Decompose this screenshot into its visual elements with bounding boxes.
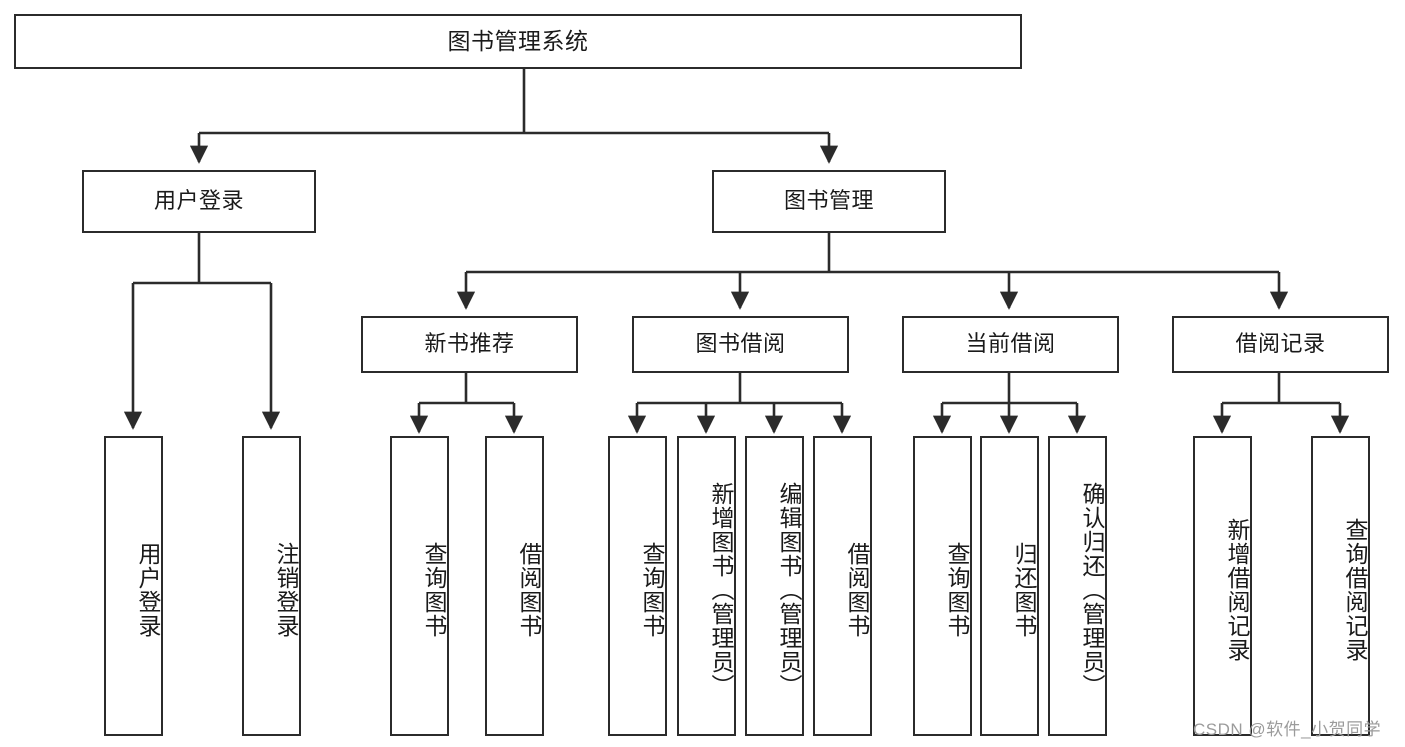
- node-leaf-query-book-1[interactable]: 查询图书: [390, 436, 449, 736]
- node-user-login[interactable]: 用户登录: [82, 170, 316, 233]
- node-leaf-logout-login[interactable]: 注销登录: [242, 436, 301, 736]
- node-leaf-query-borrow-record[interactable]: 查询借阅记录: [1311, 436, 1370, 736]
- node-leaf-user-login[interactable]: 用户登录: [104, 436, 163, 736]
- node-leaf-query-book-2[interactable]: 查询图书: [608, 436, 667, 736]
- node-leaf-edit-book[interactable]: 编辑图书（管理员）: [745, 436, 804, 736]
- node-borrow-record[interactable]: 借阅记录: [1172, 316, 1389, 373]
- node-leaf-borrow-book-2[interactable]: 借阅图书: [813, 436, 872, 736]
- node-book-borrow[interactable]: 图书借阅: [632, 316, 849, 373]
- node-current-borrow[interactable]: 当前借阅: [902, 316, 1119, 373]
- node-leaf-query-book-3[interactable]: 查询图书: [913, 436, 972, 736]
- node-leaf-borrow-book-1[interactable]: 借阅图书: [485, 436, 544, 736]
- node-leaf-add-borrow-record[interactable]: 新增借阅记录: [1193, 436, 1252, 736]
- csdn-watermark: CSDN @软件_小贺同学: [1193, 720, 1382, 739]
- node-leaf-add-book[interactable]: 新增图书（管理员）: [677, 436, 736, 736]
- node-root-book-management-system[interactable]: 图书管理系统: [14, 14, 1022, 69]
- node-new-book-recommend[interactable]: 新书推荐: [361, 316, 578, 373]
- node-leaf-return-book[interactable]: 归还图书: [980, 436, 1039, 736]
- node-book-management[interactable]: 图书管理: [712, 170, 946, 233]
- node-leaf-confirm-return[interactable]: 确认归还（管理员）: [1048, 436, 1107, 736]
